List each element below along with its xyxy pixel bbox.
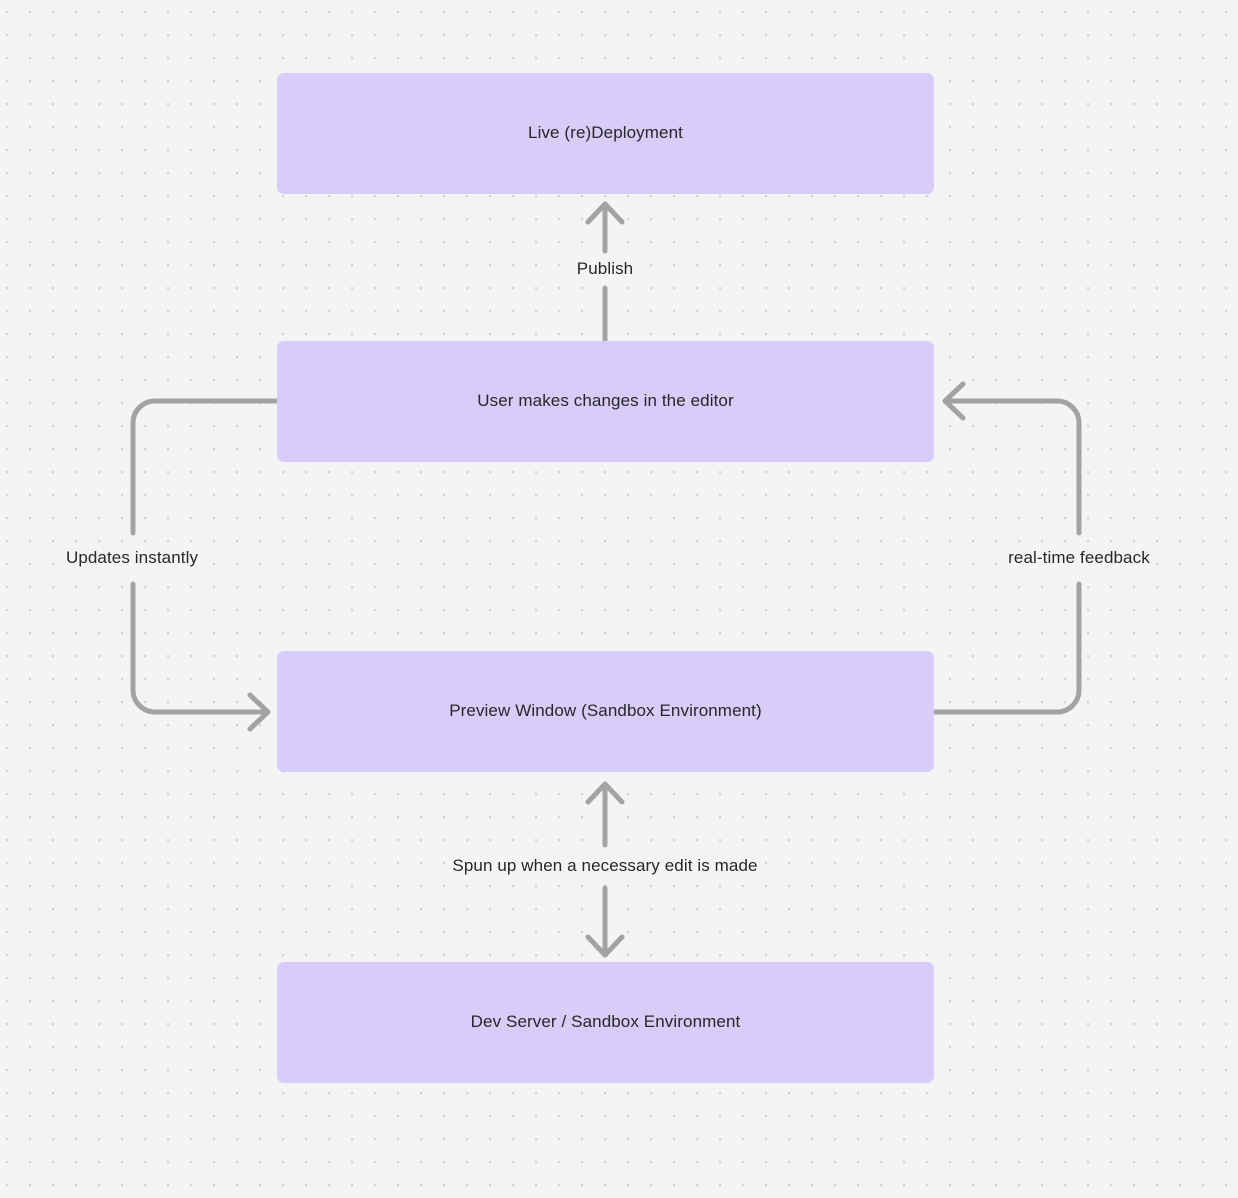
node-dev-server-label: Dev Server / Sandbox Environment xyxy=(470,1012,741,1032)
node-user-edits[interactable]: User makes changes in the editor xyxy=(277,341,934,462)
node-user-edits-label: User makes changes in the editor xyxy=(477,391,734,411)
edge-label-spun-up: Spun up when a necessary edit is made xyxy=(447,853,763,879)
node-dev-server[interactable]: Dev Server / Sandbox Environment xyxy=(277,962,934,1083)
edge-label-updates-instantly: Updates instantly xyxy=(60,545,204,571)
edge-label-real-time-feedback: real-time feedback xyxy=(1003,545,1155,571)
node-preview-window[interactable]: Preview Window (Sandbox Environment) xyxy=(277,651,934,772)
edge-label-publish: Publish xyxy=(571,256,639,282)
node-preview-window-label: Preview Window (Sandbox Environment) xyxy=(449,701,762,721)
node-live-deployment[interactable]: Live (re)Deployment xyxy=(277,73,934,194)
node-live-deployment-label: Live (re)Deployment xyxy=(528,123,683,143)
